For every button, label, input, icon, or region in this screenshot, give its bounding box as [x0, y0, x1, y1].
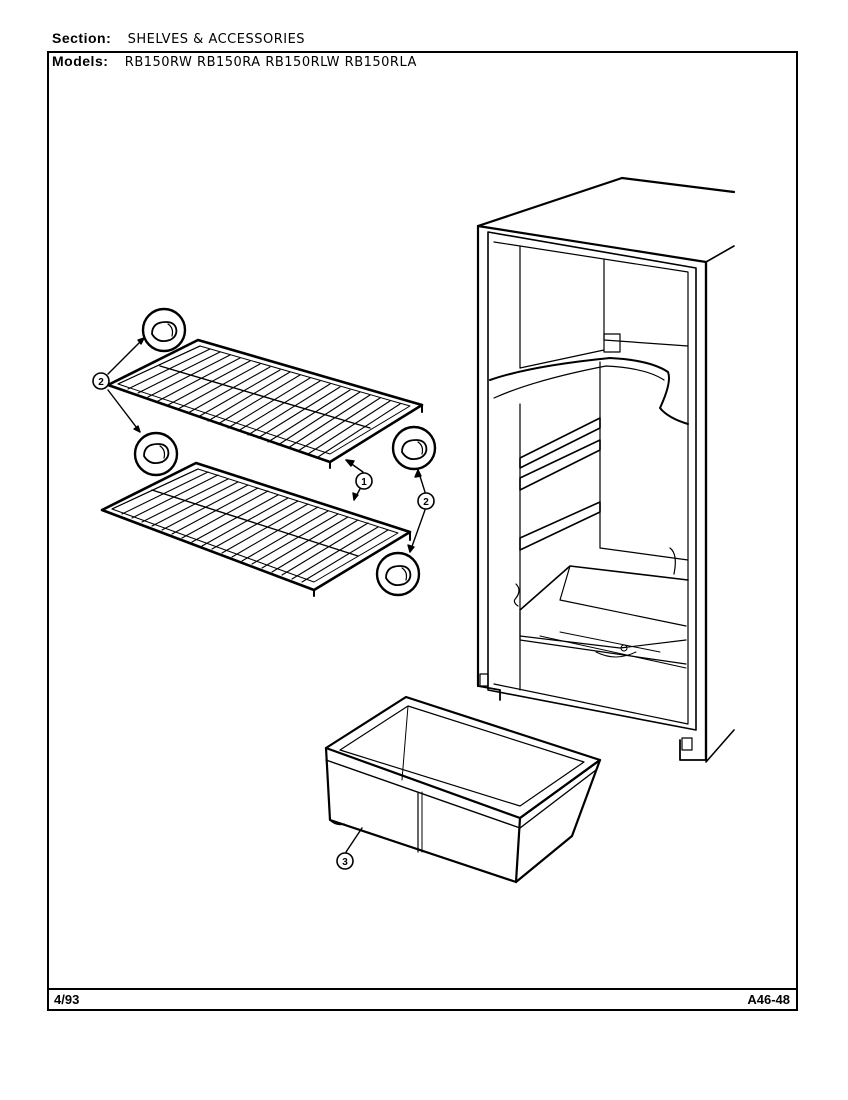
- callout-2-right-bubble: 2: [417, 492, 435, 510]
- shelf-clip-mid-left: [133, 431, 179, 477]
- upper-wire-shelf: [106, 338, 424, 469]
- crisper-drawer: [324, 695, 602, 884]
- callout-1-bubble: 1: [355, 472, 373, 490]
- footer-date: 4/93: [54, 992, 80, 1007]
- shelf-clip-top-left: [141, 307, 187, 353]
- models-label: Models:: [52, 53, 109, 69]
- callout-3: 3: [342, 857, 348, 868]
- shelf-clip-bottom-right: [375, 551, 421, 597]
- models-line: Models: RB150RW RB150RA RB150RLW RB150RL…: [52, 53, 417, 70]
- callout-2-left: 2: [98, 377, 104, 388]
- shelf-clip-mid-right: [391, 425, 437, 471]
- callout-3-bubble: 3: [336, 852, 354, 870]
- callout-2-left-bubble: 2: [92, 372, 110, 390]
- models-list: RB150RW RB150RA RB150RLW RB150RLA: [124, 55, 417, 70]
- callout-leaders: [107, 337, 426, 853]
- callout-1: 1: [361, 477, 367, 488]
- section-line: Section: SHELVES & ACCESSORIES: [52, 30, 305, 47]
- footer-rule: [47, 988, 798, 990]
- section-label: Section:: [52, 30, 112, 46]
- footer-page-code: A46-48: [747, 992, 790, 1007]
- section-title: SHELVES & ACCESSORIES: [127, 32, 306, 47]
- refrigerator-cabinet: [476, 176, 736, 763]
- lower-wire-shelf: [100, 461, 412, 597]
- callout-2-right: 2: [423, 497, 429, 508]
- diagram-frame: [47, 51, 798, 1011]
